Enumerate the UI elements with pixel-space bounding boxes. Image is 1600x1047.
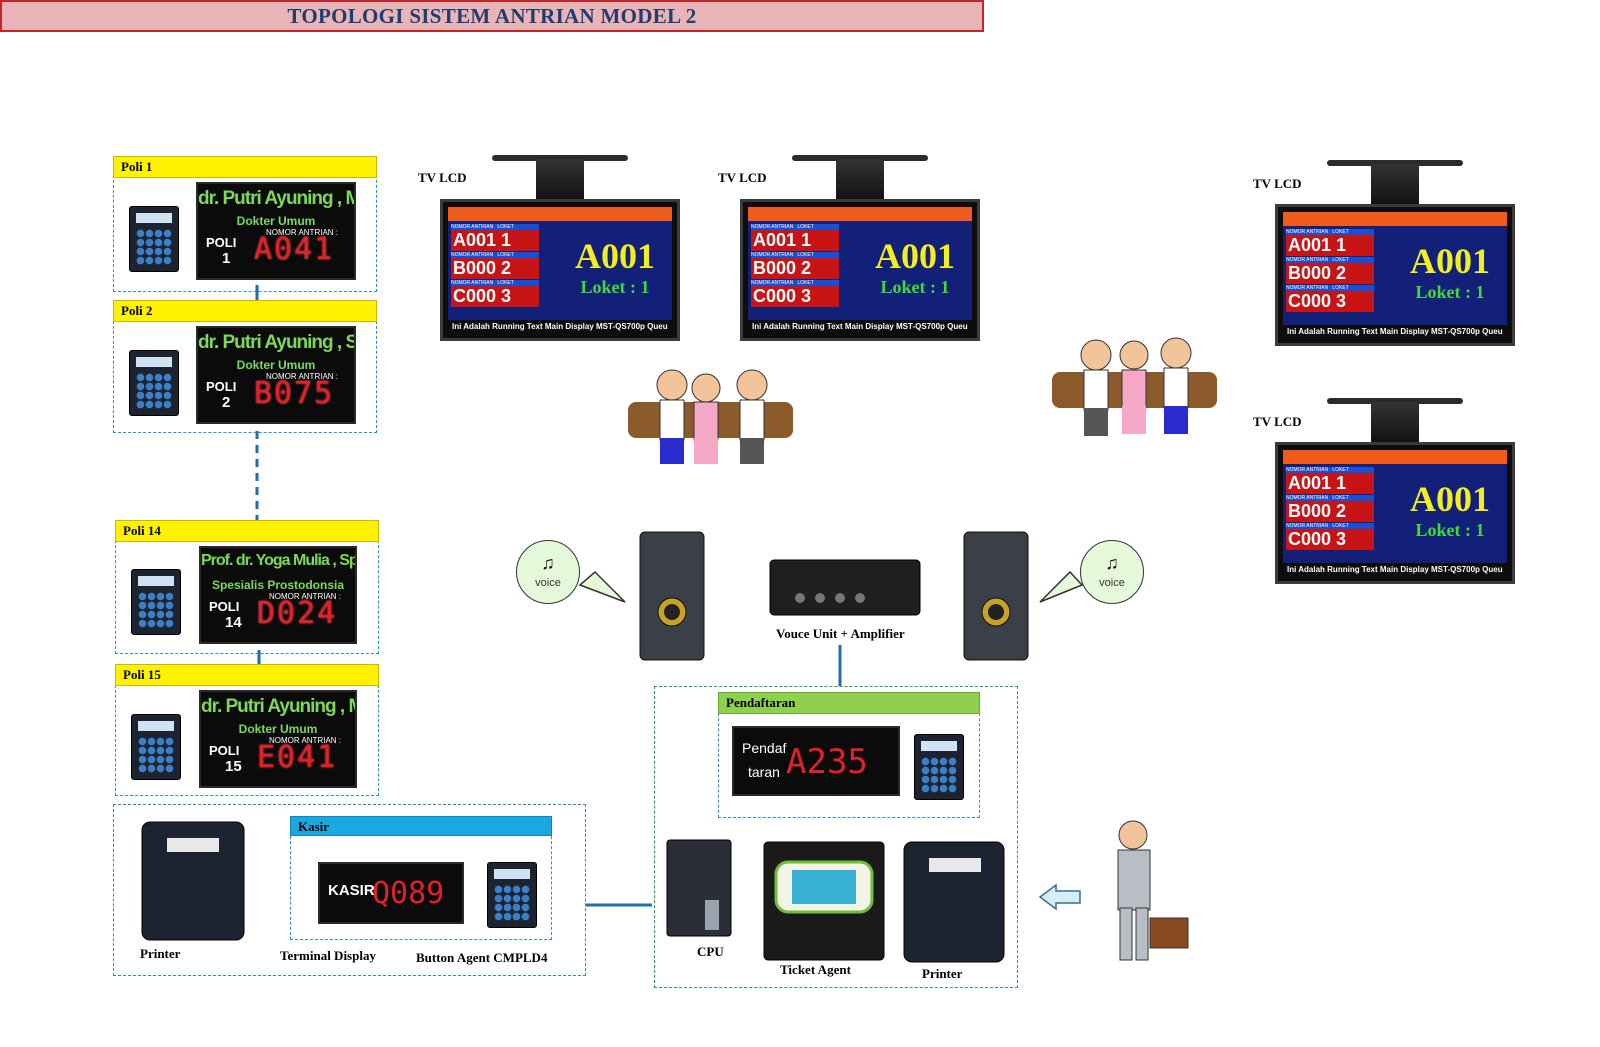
button-agent-keypad (131, 569, 181, 635)
pendaftaran-group (654, 686, 1018, 988)
poli-head-1: Poli 1 (113, 156, 377, 178)
poli-label: POLI (209, 743, 240, 758)
button-agent-keypad (129, 206, 179, 272)
poli-number: 1 (222, 250, 231, 267)
doctor-specialty: Spesialis Prostodonsia (211, 578, 345, 592)
button-agent-keypad (129, 350, 179, 416)
poli-led-display-14: Prof. dr. Yoga Mulia , Sp.Pros (K) Spesi… (199, 546, 357, 644)
queue-number-label: NOMOR ANTRIAN : (266, 228, 339, 237)
poli-label: POLI (206, 235, 237, 250)
ticket-agent-label: Ticket Agent (780, 962, 851, 977)
terminal-display-label: Terminal Display (280, 948, 376, 963)
kasir-group (113, 804, 586, 976)
voice-bubble-left: ♫ voice (516, 540, 580, 604)
button-agent-keypad (131, 714, 181, 780)
doctor-name: Prof. dr. Yoga Mulia , Sp.Pros (K) (201, 552, 355, 569)
doctor-specialty: Dokter Umum (236, 358, 316, 372)
doctor-specialty: Dokter Umum (238, 722, 318, 736)
printer-label: Printer (922, 966, 963, 981)
doctor-name: dr. Putri Ayuning , M.Kes. (198, 188, 354, 209)
poli-number: 14 (225, 614, 242, 631)
voice-bubble-right: ♫ voice (1080, 540, 1144, 604)
queue-code: A041 (254, 232, 335, 267)
tv-lcd-label: TV LCD (418, 170, 467, 185)
music-note-icon: ♫ (1105, 553, 1119, 573)
button-agent-keypad (914, 734, 964, 800)
poli-head-2: Poli 2 (113, 300, 377, 322)
queue-code: D024 (257, 596, 338, 631)
amplifier-label: Vouce Unit + Amplifier (776, 626, 905, 641)
queue-code: B075 (254, 376, 335, 411)
poli-number: 15 (225, 758, 242, 775)
kasir-head: Kasir (290, 816, 552, 836)
tv-lcd-label: TV LCD (1253, 414, 1302, 429)
kasir-display-label: KASIR (328, 882, 375, 899)
poli-number: 2 (222, 394, 231, 411)
doctor-name: dr. Putri Ayuning , Sp.Gk (198, 332, 354, 353)
poli-led-display-1: dr. Putri Ayuning , M.Kes. Dokter Umum N… (196, 182, 356, 280)
music-note-icon: ♫ (541, 553, 555, 573)
tv-lcd-label: TV LCD (718, 170, 767, 185)
pendaftaran-head: Pendaftaran (718, 692, 980, 714)
button-agent-keypad (487, 862, 537, 928)
poli-label: POLI (209, 599, 240, 614)
pendaftaran-terminal-display: Pendaf taran A235 (732, 726, 900, 796)
pendaftaran-queue-code: A235 (786, 742, 868, 782)
queue-number-label: NOMOR ANTRIAN : (266, 372, 339, 381)
queue-code: E041 (257, 740, 338, 775)
poli-label: POLI (206, 379, 237, 394)
doctor-name: dr. Putri Ayuning , M.Kes. (201, 696, 355, 717)
poli-head-15: Poli 15 (115, 664, 379, 686)
poli-led-display-15: dr. Putri Ayuning , M.Kes. Dokter Umum N… (199, 690, 357, 788)
button-agent-label: Button Agent CMPLD4 (416, 950, 548, 965)
poli-led-display-2: dr. Putri Ayuning , Sp.Gk Dokter Umum NO… (196, 326, 356, 424)
page-title: TOPOLOGI SISTEM ANTRIAN MODEL 2 (0, 0, 984, 32)
tv-lcd-label: TV LCD (1253, 176, 1302, 191)
printer-label: Printer (140, 946, 181, 961)
doctor-specialty: Dokter Umum (236, 214, 316, 228)
kasir-queue-code: Q089 (372, 876, 445, 911)
cpu-label: CPU (697, 944, 724, 959)
poli-head-14: Poli 14 (115, 520, 379, 542)
queue-number-label: NOMOR ANTRIAN : (269, 736, 342, 745)
queue-number-label: NOMOR ANTRIAN : (269, 592, 342, 601)
kasir-terminal-display: KASIR Q089 (318, 862, 464, 924)
